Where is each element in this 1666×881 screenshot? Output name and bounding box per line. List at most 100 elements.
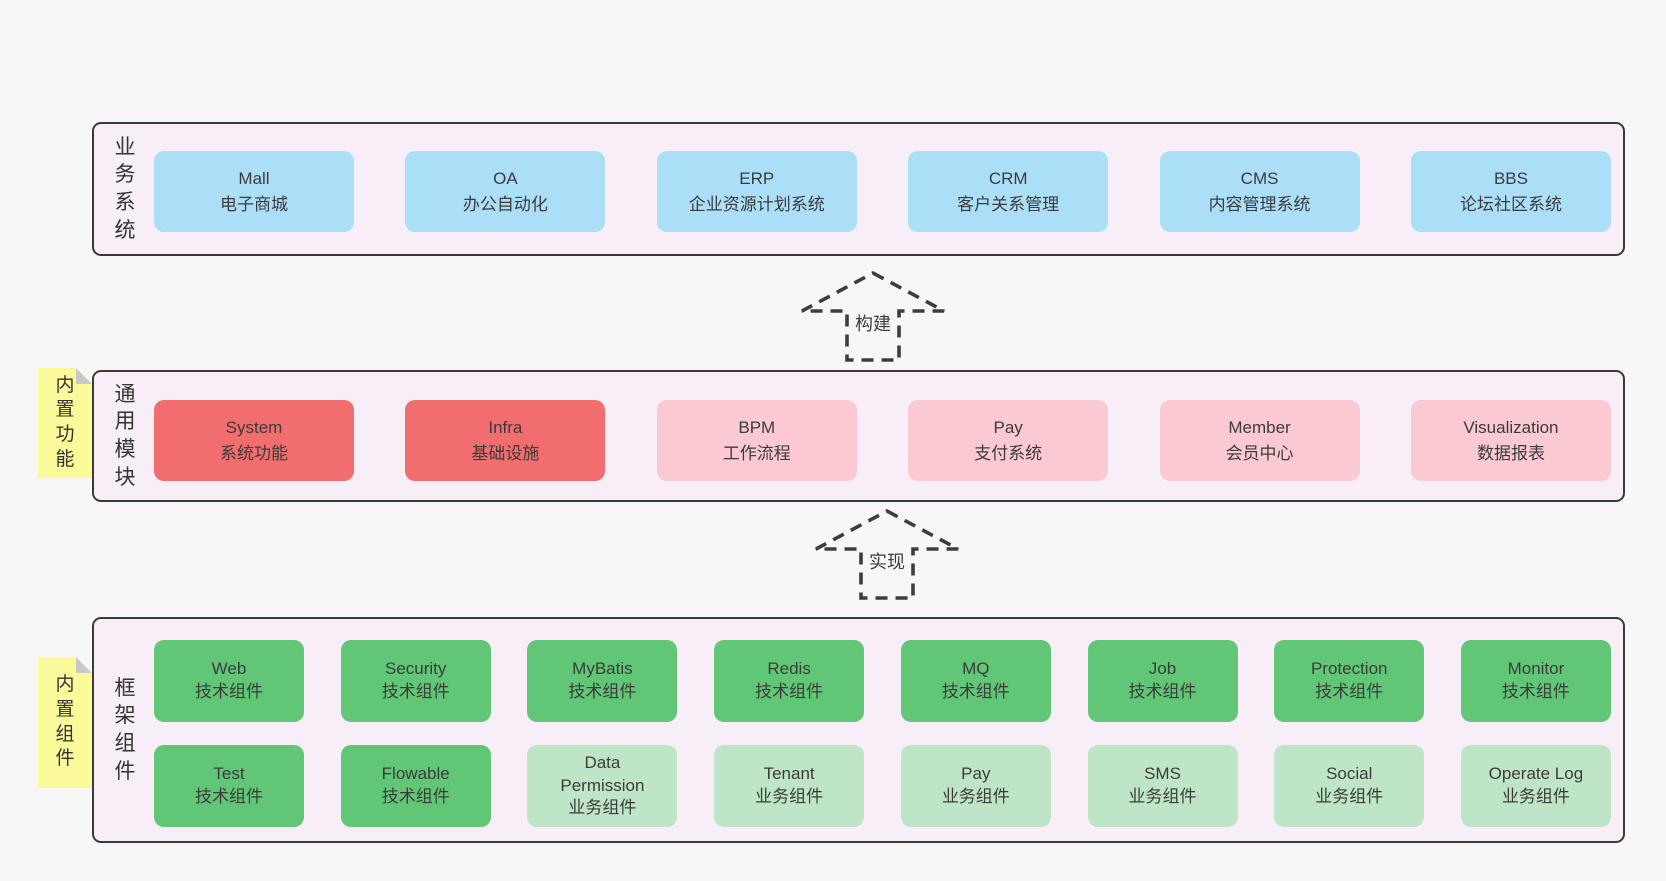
folded-corner-icon: [76, 368, 92, 384]
box-oa: OA 办公自动化: [405, 151, 606, 232]
box-tenant: Tenant 业务组件: [714, 745, 865, 827]
framework-components-row-2: Test 技术组件 Flowable 技术组件 Data Permission …: [154, 745, 1611, 827]
box-subtitle: 技术组件: [195, 682, 263, 701]
box-system: System 系统功能: [154, 400, 354, 481]
box-title: CMS: [1240, 169, 1279, 188]
folded-corner-icon: [76, 657, 92, 673]
band-label-framework-components: 框架组件: [106, 619, 144, 841]
box-subtitle: 业务组件: [568, 798, 637, 818]
box-monitor: Monitor 技术组件: [1460, 640, 1611, 722]
box-subtitle: 客户关系管理: [957, 194, 1060, 214]
box-subtitle: 数据报表: [1476, 443, 1545, 463]
box-title: Data Permission: [560, 753, 645, 795]
box-subtitle: 办公自动化: [462, 194, 548, 214]
box-protection: Protection 技术组件: [1274, 640, 1425, 722]
band-label-text: 业务系统: [114, 135, 136, 242]
box-social: Social 业务组件: [1274, 745, 1425, 827]
box-subtitle: 基础设施: [471, 443, 540, 463]
box-mybatis: MyBatis 技术组件: [527, 640, 678, 722]
box-subtitle: 技术组件: [941, 682, 1010, 701]
box-pay-business: Pay 业务组件: [900, 745, 1051, 827]
sticky-text: 内置功能: [55, 374, 75, 470]
box-test: Test 技术组件: [154, 745, 304, 827]
box-bpm: BPM 工作流程: [656, 400, 857, 481]
box-title: Operate Log: [1488, 764, 1584, 784]
box-subtitle: 技术组件: [195, 787, 263, 806]
box-security: Security 技术组件: [340, 640, 491, 722]
box-job: Job 技术组件: [1087, 640, 1238, 722]
box-visualization: Visualization 数据报表: [1410, 400, 1611, 481]
box-subtitle: 业务组件: [755, 787, 824, 806]
box-subtitle: 论坛社区系统: [1459, 194, 1562, 214]
box-subtitle: 工作流程: [722, 443, 791, 463]
arrow-label: 构建: [855, 314, 891, 334]
framework-components-row-1: Web 技术组件 Security 技术组件 MyBatis 技术组件 Redi…: [154, 640, 1611, 722]
box-erp: ERP 企业资源计划系统: [656, 151, 857, 232]
box-title: Monitor: [1507, 659, 1565, 679]
box-title: Web: [211, 659, 247, 679]
box-mq: MQ 技术组件: [900, 640, 1051, 722]
box-title: MyBatis: [572, 659, 633, 679]
box-member: Member 会员中心: [1159, 400, 1360, 481]
box-subtitle: 支付系统: [974, 443, 1043, 463]
box-title: Visualization: [1463, 418, 1559, 437]
box-subtitle: 系统功能: [220, 443, 288, 463]
box-mall: Mall 电子商城: [154, 151, 354, 232]
business-systems-row: Mall 电子商城 OA 办公自动化 ERP 企业资源计划系统 CRM 客户关系…: [154, 151, 1611, 232]
box-bbs: BBS 论坛社区系统: [1410, 151, 1611, 232]
box-title: Protection: [1310, 659, 1388, 679]
band-label-text: 框架组件: [114, 676, 136, 783]
box-title: System: [225, 418, 283, 437]
box-subtitle: 业务组件: [1315, 787, 1384, 806]
box-subtitle: 内容管理系统: [1208, 194, 1311, 214]
box-pay: Pay 支付系统: [908, 400, 1109, 481]
box-subtitle: 技术组件: [755, 682, 824, 701]
band-label-common-modules: 通用模块: [106, 372, 144, 500]
box-subtitle: 技术组件: [381, 682, 450, 701]
sticky-built-in-components: 内置组件: [38, 657, 92, 788]
box-crm: CRM 客户关系管理: [908, 151, 1109, 232]
box-title: Job: [1148, 659, 1177, 679]
box-title: ERP: [739, 169, 775, 188]
box-subtitle: 技术组件: [1501, 682, 1570, 701]
box-subtitle: 业务组件: [1501, 787, 1570, 806]
box-subtitle: 技术组件: [568, 682, 637, 701]
band-framework-components: 框架组件 Web 技术组件 Security 技术组件 MyBatis 技术组件…: [92, 617, 1625, 843]
band-common-modules: 通用模块 System 系统功能 Infra 基础设施 BPM 工作流程 Pay…: [92, 370, 1625, 502]
box-subtitle: 技术组件: [1128, 682, 1197, 701]
box-subtitle: 会员中心: [1225, 443, 1294, 463]
box-title: Member: [1228, 418, 1291, 437]
box-subtitle: 技术组件: [1315, 682, 1384, 701]
common-modules-row: System 系统功能 Infra 基础设施 BPM 工作流程 Pay 支付系统…: [154, 400, 1611, 481]
box-cms: CMS 内容管理系统: [1159, 151, 1360, 232]
band-label-business-systems: 业务系统: [106, 124, 144, 254]
box-web: Web 技术组件: [154, 640, 304, 722]
band-business-systems: 业务系统 Mall 电子商城 OA 办公自动化 ERP 企业资源计划系统 CRM…: [92, 122, 1625, 256]
box-title: SMS: [1144, 764, 1181, 784]
box-title: Flowable: [381, 764, 450, 784]
arrow-build: 构建: [798, 268, 948, 365]
sticky-built-in-features: 内置功能: [38, 368, 92, 478]
box-title: Pay: [961, 764, 991, 784]
box-title: Security: [384, 659, 447, 679]
box-title: Infra: [488, 418, 523, 437]
box-flowable: Flowable 技术组件: [340, 745, 491, 827]
box-infra: Infra 基础设施: [405, 400, 606, 481]
box-operate-log: Operate Log 业务组件: [1460, 745, 1611, 827]
box-subtitle: 电子商城: [220, 194, 288, 214]
box-subtitle: 技术组件: [381, 787, 450, 806]
box-title: Redis: [767, 659, 811, 679]
box-redis: Redis 技术组件: [714, 640, 865, 722]
arrow-implement: 实现: [812, 506, 962, 603]
arrow-label: 实现: [869, 552, 905, 572]
box-title: Tenant: [763, 764, 815, 784]
box-title: CRM: [988, 169, 1028, 188]
box-title: OA: [493, 169, 518, 188]
box-subtitle: 业务组件: [1128, 787, 1197, 806]
box-subtitle: 业务组件: [941, 787, 1010, 806]
box-subtitle: 企业资源计划系统: [688, 194, 825, 214]
box-title: BPM: [738, 418, 776, 437]
band-label-text: 通用模块: [114, 382, 136, 489]
box-title: Social: [1326, 764, 1373, 784]
box-data-permission: Data Permission 业务组件: [527, 745, 678, 827]
